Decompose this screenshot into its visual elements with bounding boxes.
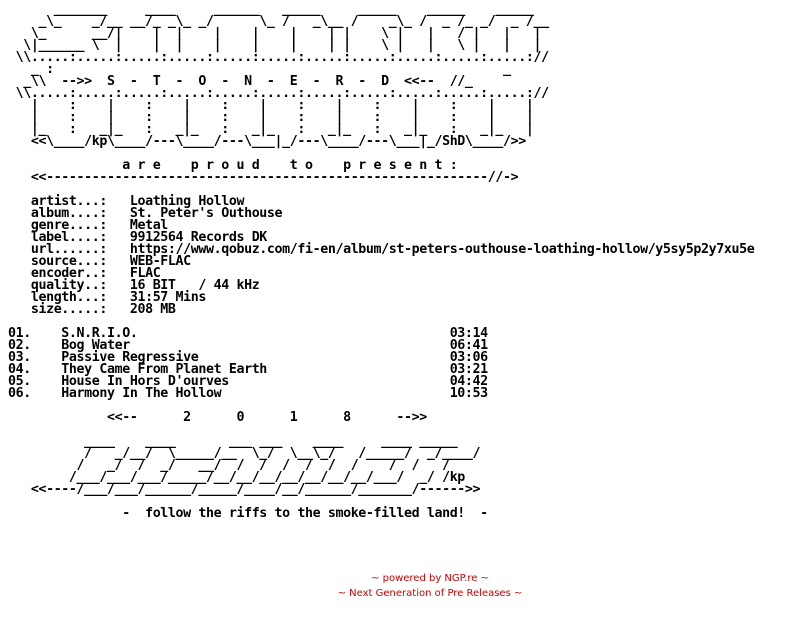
footer-ngp-tagline: ~ Next Generation of Pre Releases ~: [337, 588, 523, 599]
nfo-text: _______ ____ ______ _____ _____ _____ __…: [8, 2, 755, 521]
footer-powered-by: ~ powered by NGP.re ~: [371, 573, 489, 584]
